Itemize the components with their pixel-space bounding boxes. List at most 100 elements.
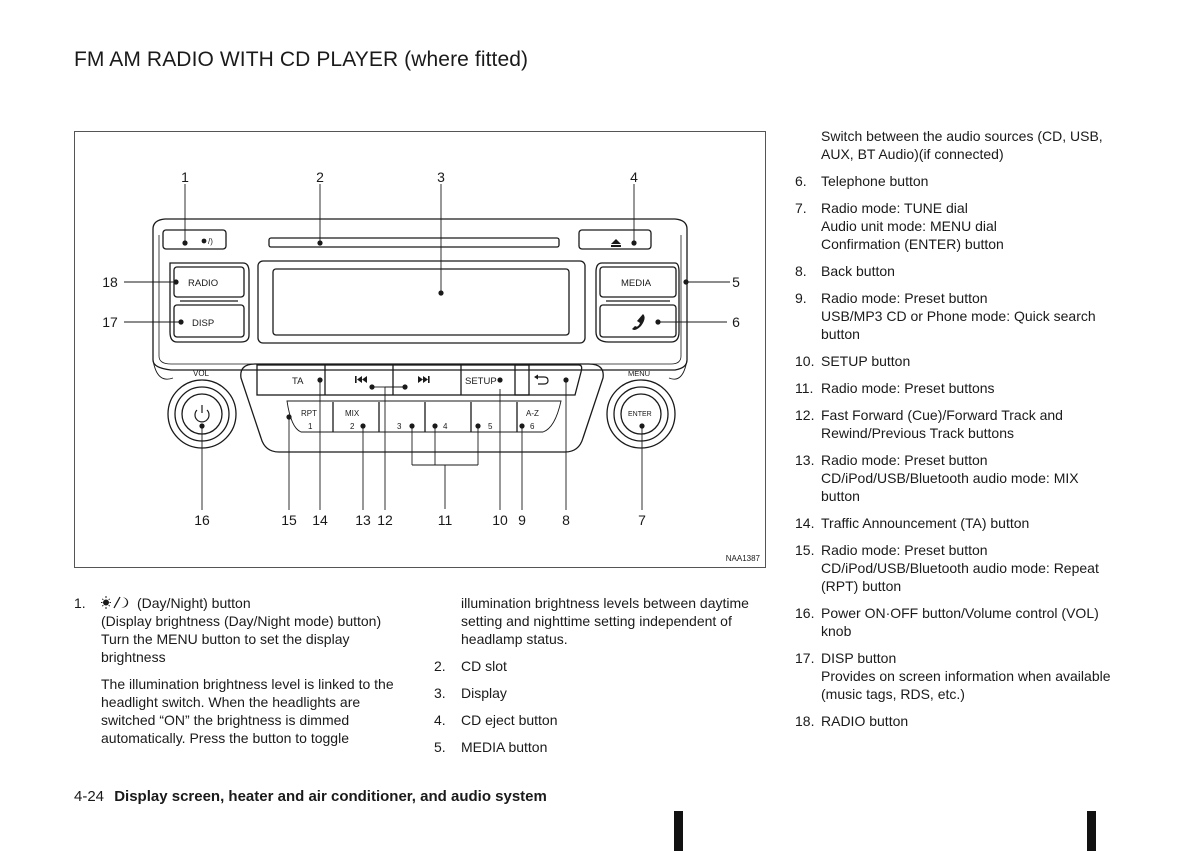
setup-button-label: SETUP (465, 376, 497, 387)
callout-1: 1 (181, 169, 189, 185)
rpt-label: RPT (301, 409, 317, 418)
phone-icon (632, 314, 645, 330)
item-line: Provides on screen information when avai… (821, 668, 1111, 684)
item-line: USB/MP3 CD or Phone mode: Quick search (821, 308, 1096, 324)
item-number: 3. (434, 685, 446, 701)
page-title: FM AM RADIO WITH CD PLAYER (where fitted… (74, 48, 529, 71)
continued-text: illumination brightness levels between d… (434, 594, 774, 648)
callout-17: 17 (102, 314, 118, 330)
callout-7: 7 (638, 512, 646, 528)
disp-button-label: DISP (192, 318, 214, 329)
section-title: Display screen, heater and air condition… (114, 788, 547, 805)
item-line: Power ON·OFF button/Volume control (VOL) (821, 605, 1099, 621)
item-number: 15. (795, 542, 815, 558)
item-line: (RPT) button (821, 578, 902, 594)
page-edge-marker (1087, 811, 1096, 851)
item-line: Radio mode: Preset button (821, 452, 988, 468)
radio-unit-illustration: /) (102, 169, 740, 528)
day-night-button-shape (162, 229, 227, 250)
callout-2: 2 (316, 169, 324, 185)
svg-text:/): /) (208, 237, 213, 246)
item-line: Rewind/Previous Track buttons (821, 425, 1014, 441)
item-number: 9. (795, 290, 807, 306)
sun-moon-icon (101, 596, 129, 609)
phone-button-shape (599, 304, 677, 338)
para-line: AUX, BT Audio)(if connected) (821, 146, 1004, 162)
rewind-icon (355, 376, 367, 383)
item-line: Fast Forward (Cue)/Forward Track and (821, 407, 1063, 423)
item-number: 10. (795, 353, 815, 369)
list-item: 14.Traffic Announcement (TA) button (795, 514, 1145, 532)
item-line: SETUP button (821, 353, 911, 369)
page-number: 4-24 (74, 788, 105, 805)
item-number: 5. (434, 739, 446, 755)
item-line: Display (461, 685, 507, 701)
item-line: Radio mode: Preset buttons (821, 380, 995, 396)
mix-label: MIX (345, 409, 360, 418)
callout-4: 4 (630, 169, 638, 185)
power-icon (194, 405, 210, 423)
item-line: knob (821, 623, 852, 639)
callout-12: 12 (377, 512, 393, 528)
item-line: (Day/Night) button (101, 594, 414, 612)
callout-15: 15 (281, 512, 297, 528)
item-number: 14. (795, 515, 815, 531)
callout-8: 8 (562, 512, 570, 528)
item-number: 17. (795, 650, 815, 666)
list-item: 1. (Day/Night) button (Display brightnes… (74, 594, 414, 747)
item-number: 2. (434, 658, 446, 674)
item-number: 12. (795, 407, 815, 423)
item-line: Radio mode: Preset button (821, 290, 988, 306)
preset-3-label: 3 (397, 422, 402, 431)
description-column-2: illumination brightness levels between d… (434, 594, 774, 756)
item-line: Confirmation (ENTER) button (821, 236, 1004, 252)
back-arrow-icon (534, 374, 549, 385)
callout-18: 18 (102, 274, 118, 290)
list-item: 2.CD slot (434, 657, 774, 675)
radio-button-label: RADIO (188, 278, 218, 289)
para-line: headlamp status. (461, 631, 568, 647)
continued-text: Switch between the audio sources (CD, US… (795, 127, 1145, 163)
preset-5-label: 5 (488, 422, 493, 431)
eject-icon (611, 239, 621, 247)
disp-button-shape (173, 304, 245, 338)
enter-label: ENTER (628, 411, 652, 418)
item-line: CD eject button (461, 712, 558, 728)
preset-6-label: 6 (530, 422, 535, 431)
callout-16: 16 (194, 512, 210, 528)
list-item: 18.RADIO button (795, 712, 1145, 730)
para-line: switched “ON” the brightness is dimmed (101, 712, 350, 728)
item-line: (Display brightness (Day/Night mode) but… (101, 613, 382, 629)
item-number: 13. (795, 452, 815, 468)
preset-4-label: 4 (443, 422, 448, 431)
callout-11: 11 (438, 512, 453, 528)
page-footer: 4-24 Display screen, heater and air cond… (74, 788, 547, 805)
callout-dots (173, 240, 689, 429)
para-line: illumination brightness levels between d… (461, 595, 749, 611)
item-number: 4. (434, 712, 446, 728)
item-line: CD/iPod/USB/Bluetooth audio mode: MIX (821, 470, 1079, 486)
cd-slot (268, 237, 560, 248)
item-number: 1. (74, 595, 86, 611)
para-line: headlight switch. When the headlights ar… (101, 694, 361, 710)
item-number: 16. (795, 605, 815, 621)
item-line: Audio unit mode: MENU dial (821, 218, 997, 234)
para-line: automatically. Press the button to toggl… (101, 730, 349, 746)
item-line: Radio mode: Preset button (821, 542, 988, 558)
description-column-1: 1. (Day/Night) button (Display brightnes… (74, 594, 414, 747)
item-line: DISP button (821, 650, 897, 666)
menu-knob (606, 379, 676, 449)
item-line: button (821, 326, 860, 342)
description-column-3: Switch between the audio sources (CD, US… (795, 127, 1145, 730)
list-item: 5.MEDIA button (434, 738, 774, 756)
callout-9: 9 (518, 512, 526, 528)
media-button-label: MEDIA (621, 278, 652, 289)
list-item: 16. Power ON·OFF button/Volume control (V… (795, 604, 1145, 640)
item-line: Radio mode: TUNE dial (821, 200, 968, 216)
